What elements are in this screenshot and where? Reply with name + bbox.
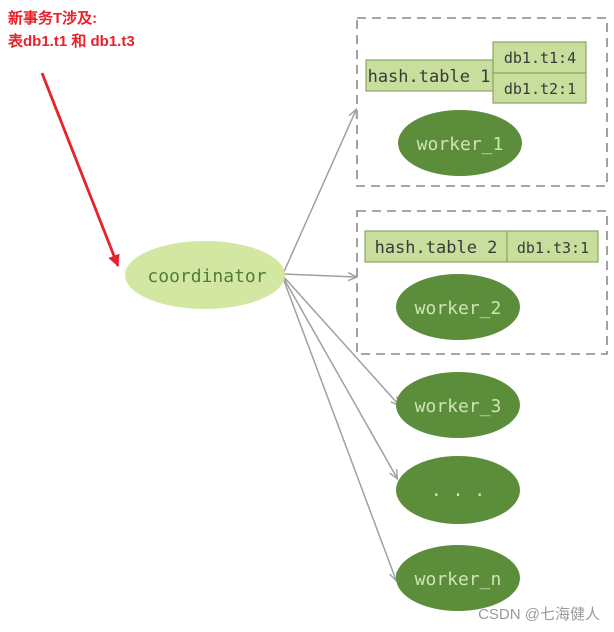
hash-table-2-entry-1: db1.t3:1 <box>517 239 589 257</box>
watermark: CSDN @七海健人 <box>478 606 600 623</box>
hash-table-1-entry-2: db1.t2:1 <box>504 80 576 98</box>
worker-ellipsis-node: . . . <box>396 456 520 524</box>
coordinator-label: coordinator <box>147 266 266 287</box>
worker-3-label: worker_3 <box>415 396 502 417</box>
hash-table-1-name: hash.table 1 <box>368 67 491 87</box>
worker-3-node: worker_3 <box>396 372 520 438</box>
edge-to-group-2 <box>282 274 356 277</box>
worker-1-node: worker_1 <box>398 110 522 176</box>
annotation-arrow <box>40 72 120 267</box>
annotation-line-1: 新事务T涉及: <box>8 10 98 27</box>
edge-to-worker-dots <box>282 276 397 478</box>
annotation-line-2: 表db1.t1 和 db1.t3 <box>8 33 135 50</box>
hash-table-1 <box>365 41 587 104</box>
worker-2-node: worker_2 <box>396 274 520 340</box>
coordinator-node: coordinator <box>125 241 285 309</box>
group-box-2 <box>356 210 608 355</box>
edge-to-worker-3 <box>282 275 399 405</box>
worker-ellipsis-label: . . . <box>431 480 485 501</box>
worker-1-label: worker_1 <box>417 134 504 155</box>
edge-to-worker-n <box>282 277 396 580</box>
worker-n-node: worker_n <box>396 545 520 611</box>
edge-to-group-1 <box>282 110 356 275</box>
hash-table-2-name: hash.table 2 <box>375 238 498 258</box>
edges <box>282 110 399 580</box>
hash-table-2 <box>364 230 599 263</box>
hash-table-1-entry-1: db1.t1:4 <box>504 49 576 67</box>
group-box-1 <box>356 17 608 187</box>
worker-2-label: worker_2 <box>415 298 502 319</box>
worker-n-label: worker_n <box>415 569 502 590</box>
